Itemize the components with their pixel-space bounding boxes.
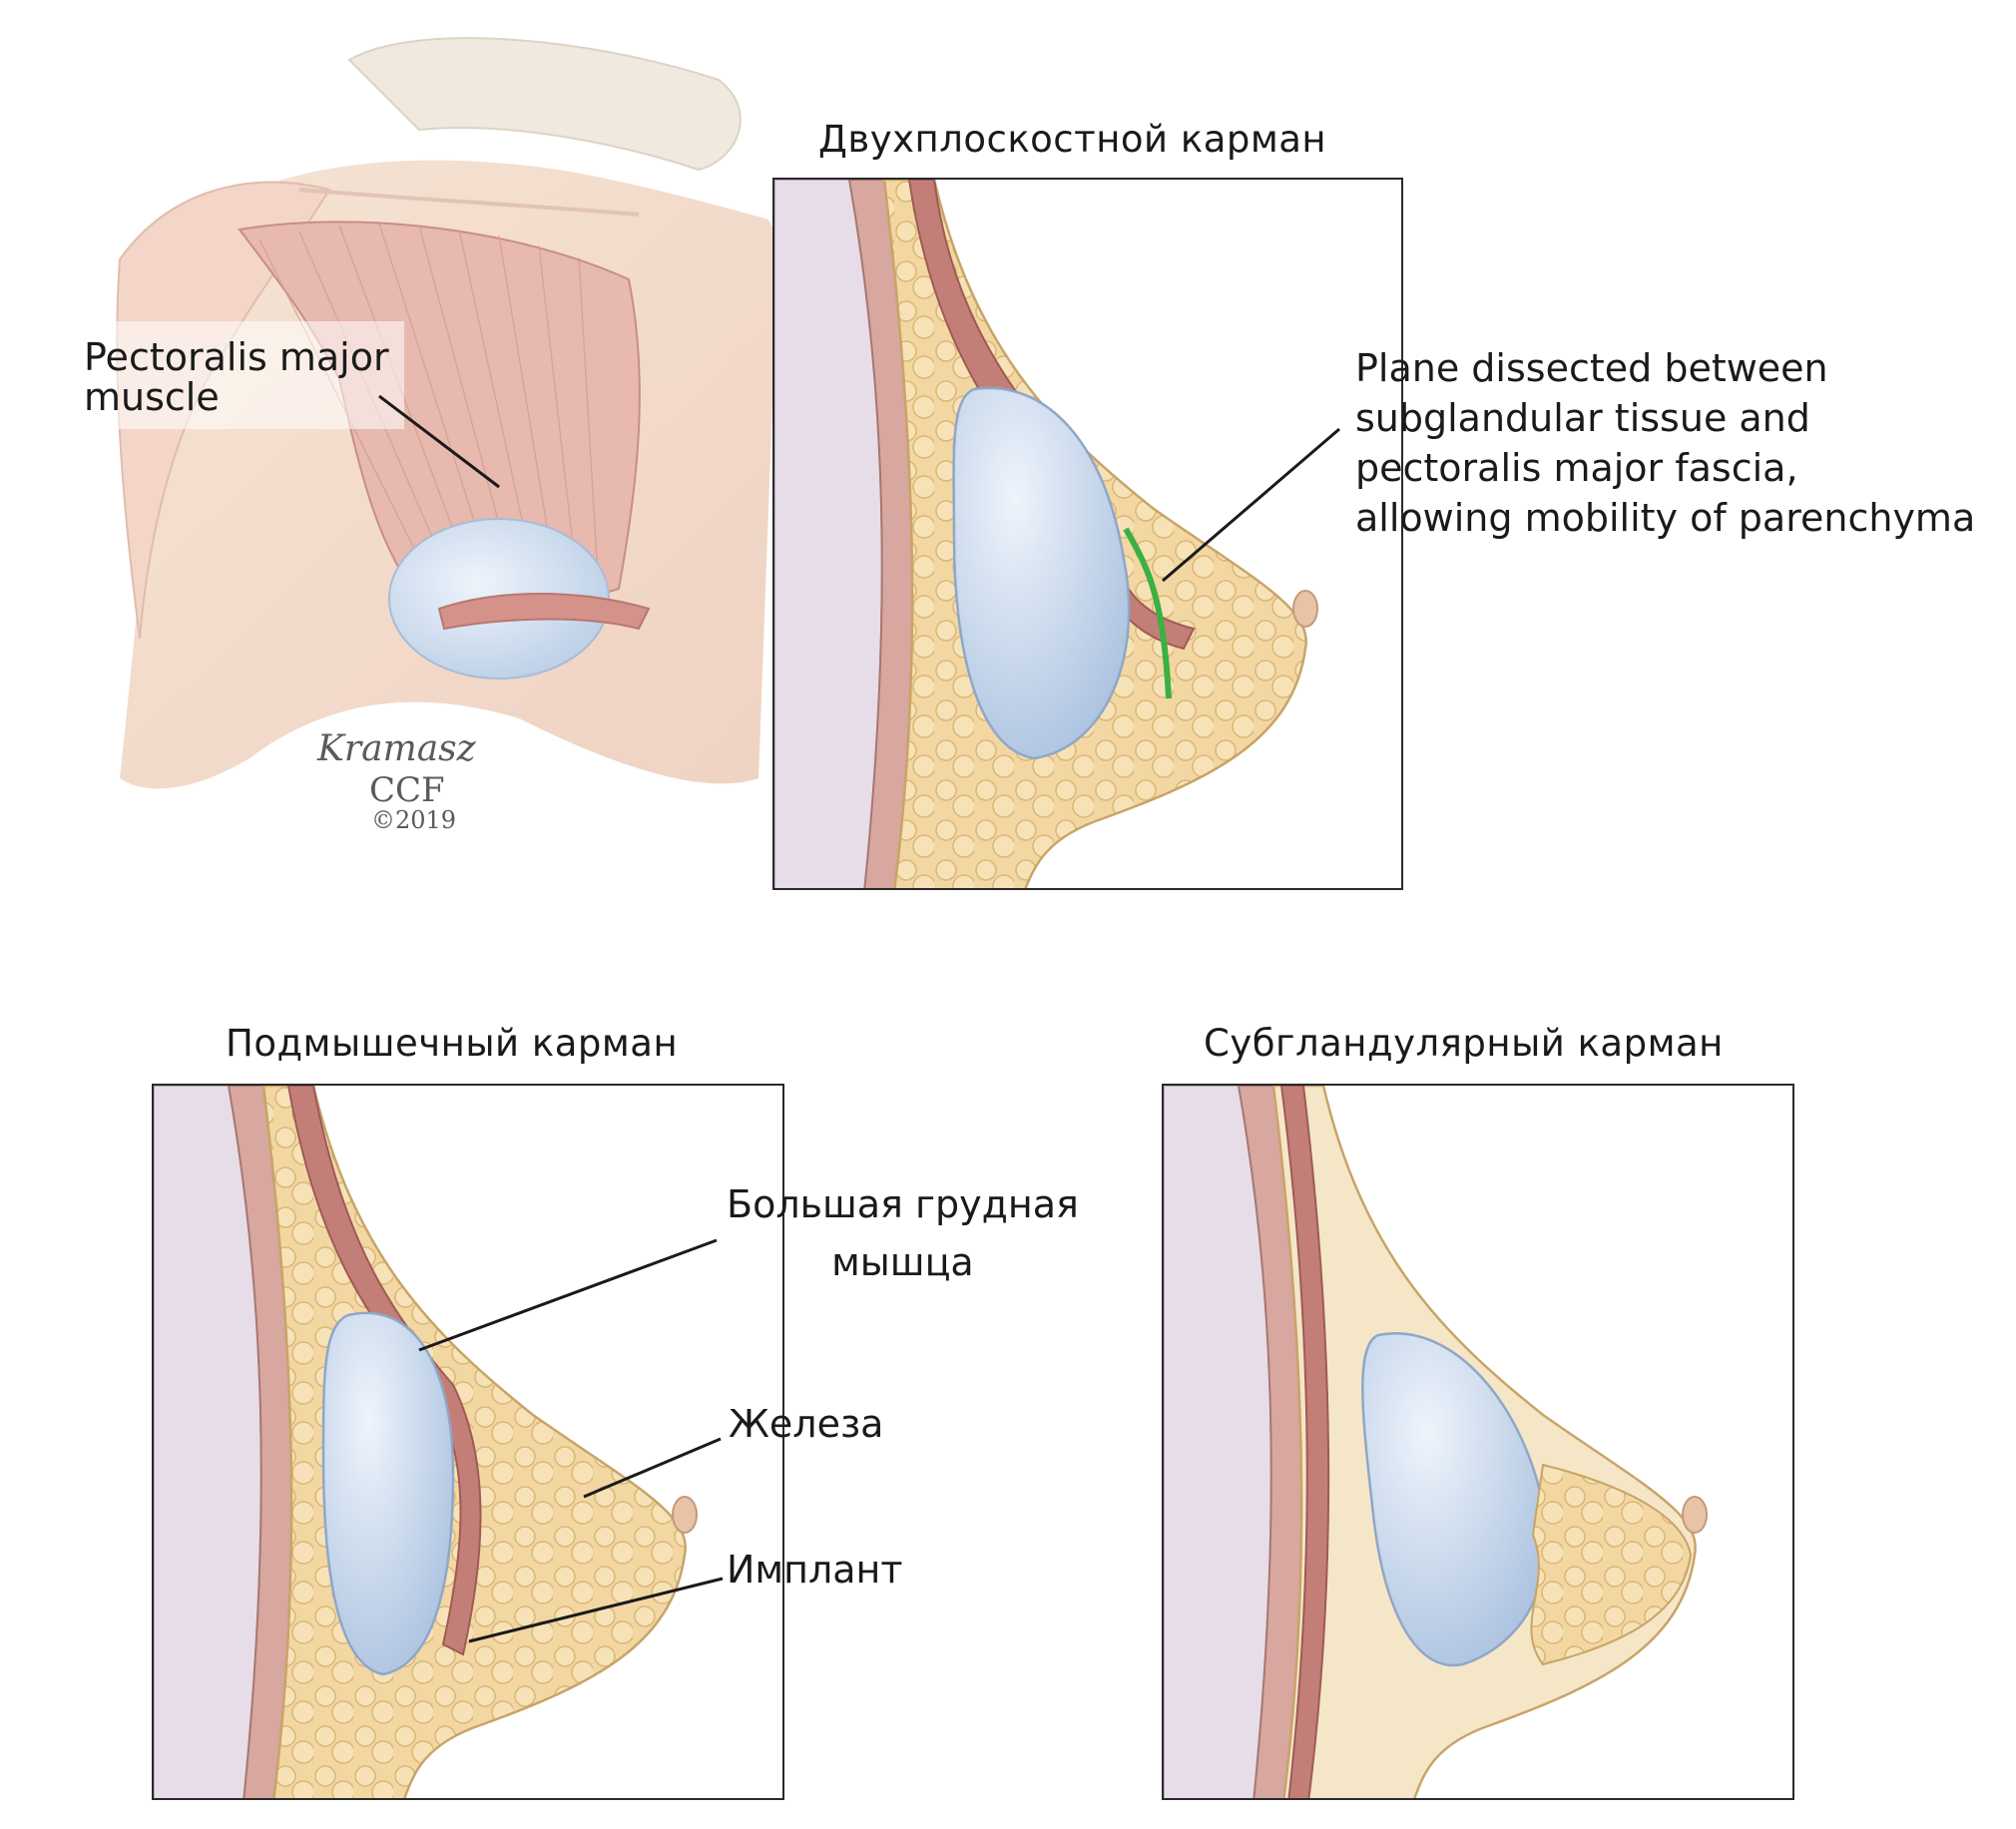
subglandular-title: Субгландулярный карман bbox=[1204, 1022, 1724, 1065]
submuscular-panel bbox=[152, 1084, 784, 1800]
implant-label: Имплант bbox=[727, 1548, 903, 1592]
signature-copyright: ©2019 bbox=[371, 806, 457, 834]
dual-plane-panel bbox=[772, 178, 1403, 890]
gland-label: Железа bbox=[729, 1402, 884, 1446]
hair-shape bbox=[347, 37, 742, 172]
signature-org: CCF bbox=[369, 770, 445, 810]
submuscular-title: Подмышечный карман bbox=[226, 1022, 679, 1065]
subglandular-panel bbox=[1162, 1084, 1794, 1800]
muscle-label: Большая грудная мышца bbox=[727, 1182, 1079, 1284]
dual-plane-diagram bbox=[774, 180, 1318, 888]
muscle-edge-shape bbox=[437, 593, 651, 631]
subglandular-diagram bbox=[1164, 1086, 1708, 1798]
submuscular-diagram bbox=[154, 1086, 698, 1798]
dissection-plane-highlight bbox=[1123, 527, 1172, 699]
pectoralis-major-label: Pectoralis major muscle bbox=[84, 335, 389, 419]
dual-plane-annotation: Plane dissected between subglandular tis… bbox=[1355, 346, 1976, 540]
artist-signature: Kramasz bbox=[317, 728, 476, 769]
dual-plane-title: Двухплоскостной карман bbox=[818, 118, 1327, 161]
